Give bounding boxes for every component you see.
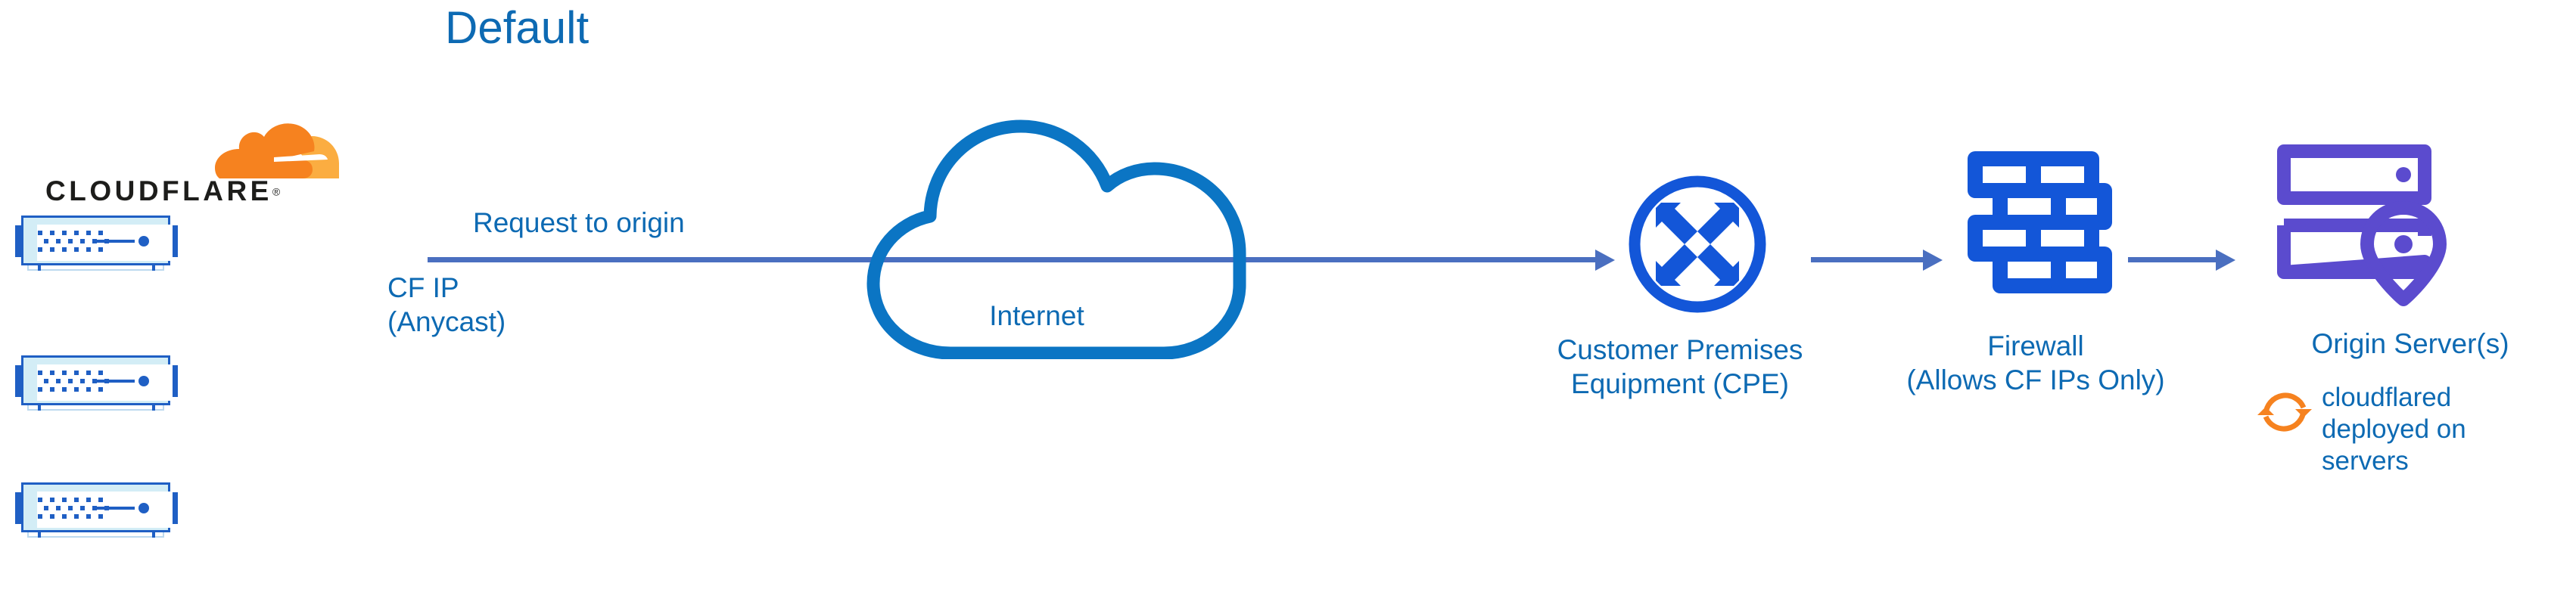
cpe-label: Customer Premises Equipment (CPE) [1557, 334, 1803, 399]
cloud-outline-icon [848, 110, 1286, 363]
cloudflare-wordmark: CLOUDFLARE® [45, 175, 280, 207]
cpe-to-firewall-arrow-head [1923, 250, 1943, 271]
server-location-icon [2276, 144, 2450, 310]
cloudflare-logo: CLOUDFLARE® [15, 106, 348, 207]
origin-server-label: Origin Server(s) [2311, 328, 2509, 359]
request-to-origin-label: Request to origin [473, 207, 685, 238]
cpe-to-firewall-arrow-shaft [1811, 257, 1924, 262]
page-title: Default [445, 2, 590, 53]
server-rack-icon [15, 216, 178, 271]
cloudflare-wordmark-text: CLOUDFLARE [45, 175, 272, 206]
rack-base [27, 532, 164, 538]
cloudflare-cloud-icon [191, 110, 339, 184]
rack-status-dot [138, 503, 149, 513]
brick-wall-icon [1966, 151, 2114, 300]
request-flow-arrow-head [1595, 250, 1615, 271]
rack-status-dot [138, 236, 149, 247]
registered-mark: ® [272, 185, 281, 198]
firewall-to-origin-arrow-shaft [2128, 257, 2217, 262]
internet-label: Internet [989, 300, 1084, 331]
rack-status-dot [138, 376, 149, 386]
cloudflared-annotation: cloudflared deployed on servers [2322, 383, 2466, 476]
firewall-to-origin-arrow-head [2216, 250, 2235, 271]
cf-ip-anycast-label: CF IP (Anycast) [387, 272, 506, 337]
request-flow-arrow-shaft [428, 257, 1597, 262]
rack-chassis [21, 216, 173, 265]
rack-base [27, 405, 164, 411]
sync-arrows-icon [2257, 384, 2313, 444]
rack-base [27, 265, 164, 271]
rack-status-line [95, 507, 135, 510]
server-rack-icon [15, 482, 178, 538]
router-icon [1626, 172, 1769, 320]
rack-status-line [95, 240, 135, 243]
firewall-label: Firewall (Allows CF IPs Only) [1906, 330, 2165, 395]
rack-status-line [95, 380, 135, 383]
server-rack-icon [15, 355, 178, 411]
